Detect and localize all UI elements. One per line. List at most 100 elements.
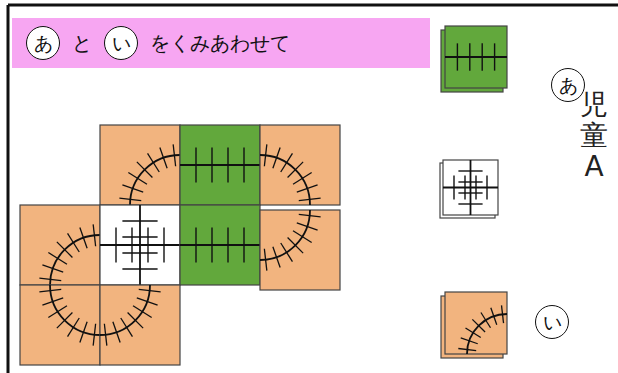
rail [243, 227, 244, 262]
rail [227, 147, 228, 182]
rail [461, 338, 478, 344]
rail [93, 224, 95, 246]
rail [299, 198, 321, 200]
rail [50, 285, 100, 335]
track-tile [180, 125, 260, 205]
rail [160, 147, 167, 168]
rail [243, 147, 244, 182]
rail [470, 160, 472, 215]
rail [482, 43, 483, 70]
rail [122, 252, 157, 253]
node-text: と [72, 30, 92, 57]
rail [227, 227, 228, 262]
track-tile [445, 292, 507, 354]
rail [39, 278, 61, 280]
rail [260, 210, 310, 260]
rail [297, 185, 318, 192]
rail [273, 247, 280, 268]
rail [137, 162, 153, 178]
rail [139, 205, 141, 285]
rail [211, 147, 212, 182]
rail [57, 242, 73, 258]
circled-letter: あ [551, 68, 585, 102]
rail [458, 192, 482, 193]
rail [68, 318, 80, 337]
rail [133, 306, 152, 318]
rail [445, 56, 507, 58]
rail [173, 144, 175, 166]
node-text: い [112, 34, 131, 53]
rail [130, 155, 180, 205]
rail [42, 298, 63, 305]
rail [458, 170, 482, 171]
node-text: をくみあわせて [150, 30, 290, 57]
frame-line [8, 4, 618, 7]
track-tile [20, 205, 100, 285]
piece-samples [440, 26, 507, 358]
rail [147, 227, 148, 262]
rail [48, 253, 67, 265]
rail [486, 175, 487, 199]
rail [273, 147, 280, 168]
circled-letter: い [535, 305, 569, 339]
rail [472, 319, 485, 332]
track-tile [100, 285, 180, 365]
rail [139, 289, 161, 291]
rail [502, 305, 504, 323]
circled-letter: あ [26, 26, 60, 60]
node-text: あ [559, 76, 578, 95]
rail [494, 43, 495, 70]
rail [469, 43, 470, 70]
rail [288, 162, 304, 178]
rail [122, 268, 157, 269]
rail [122, 236, 157, 237]
rail [113, 322, 120, 343]
rail [128, 173, 147, 185]
track-tile [180, 205, 260, 285]
node-text: あ [34, 34, 53, 53]
rail [458, 203, 482, 204]
rail [264, 249, 266, 271]
rail [293, 173, 312, 185]
node-text: い [543, 313, 562, 332]
track-tile [20, 285, 100, 365]
rail [481, 313, 491, 328]
rail [122, 220, 157, 221]
rail [467, 314, 507, 354]
rail [57, 313, 73, 329]
rail [195, 227, 196, 262]
rail [458, 181, 482, 182]
rail [281, 243, 293, 262]
rail [260, 155, 310, 205]
rail [288, 238, 304, 254]
rail [264, 144, 266, 166]
rail [121, 318, 133, 337]
track-layout [20, 125, 340, 365]
rail [128, 313, 144, 329]
rail [491, 308, 497, 325]
rail [457, 43, 458, 70]
rail [475, 175, 476, 199]
rail [115, 227, 116, 262]
rail [119, 198, 141, 200]
rail [131, 227, 132, 262]
rail [100, 285, 150, 335]
vertical-note: 児童A [580, 90, 608, 182]
rail [104, 324, 106, 346]
track-tile [260, 125, 340, 205]
rail [293, 231, 312, 243]
rail [48, 306, 67, 318]
rail [50, 235, 100, 285]
rail [80, 227, 87, 248]
rail [299, 214, 321, 216]
rail [453, 175, 454, 199]
rail [180, 164, 260, 166]
rail [281, 153, 293, 172]
rail [137, 298, 158, 305]
frame-line [7, 5, 10, 373]
rail [458, 349, 476, 351]
rail [163, 227, 164, 262]
track-tile [443, 160, 498, 215]
rail [122, 185, 143, 192]
